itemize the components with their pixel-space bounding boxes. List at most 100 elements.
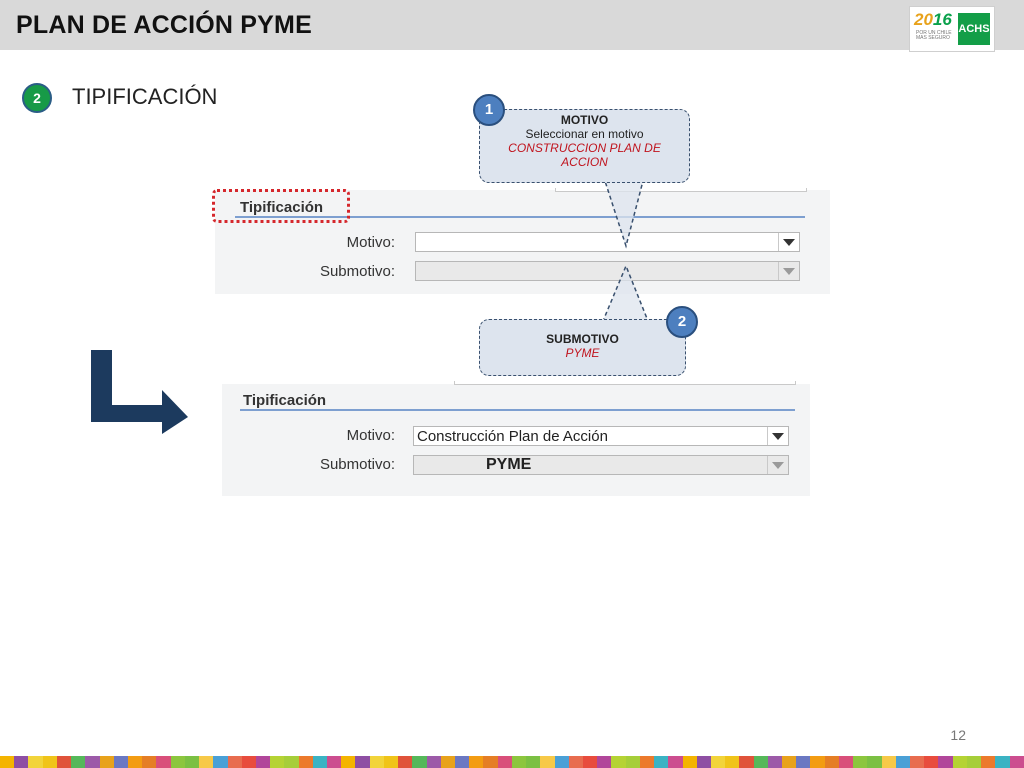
strip-segment [838, 756, 854, 768]
strip-segment [554, 756, 569, 768]
callout-text: Seleccionar en motivo [525, 127, 644, 141]
callout1-pointer [603, 180, 644, 249]
strip-segment [398, 756, 413, 768]
strip-segment [625, 756, 640, 768]
strip-segment [1009, 756, 1024, 768]
strip-segment [810, 756, 825, 768]
strip-segment [725, 756, 740, 768]
strip-segment [42, 756, 57, 768]
callout-highlight-2: ACCION [561, 155, 608, 169]
strip-segment [668, 756, 683, 768]
motivo-select[interactable]: Construcción Plan de Acción [413, 426, 789, 446]
dropdown-arrow-icon[interactable] [778, 233, 799, 251]
strip-segment [241, 756, 256, 768]
slide-header: PLAN DE ACCIÓN PYME 2016 POR UN CHILE MA… [0, 0, 1024, 52]
strip-segment [14, 756, 29, 768]
form-heading: Tipificación [243, 392, 327, 409]
strip-segment [611, 756, 626, 768]
strip-segment [369, 756, 384, 768]
strip-segment [853, 756, 868, 768]
strip-segment [28, 756, 43, 768]
submotivo-label: Submotivo: [319, 263, 395, 280]
section-title: TIPIFICACIÓN [72, 84, 218, 109]
heading-rule [240, 409, 795, 411]
strip-segment [270, 756, 285, 768]
strip-segment [199, 756, 214, 768]
callout-highlight: PYME [565, 346, 600, 360]
submotivo-select[interactable] [415, 261, 800, 281]
form-edge [454, 381, 796, 385]
strip-segment [383, 756, 399, 768]
strip-segment [469, 756, 484, 768]
strip-segment [341, 756, 356, 768]
strip-segment [455, 756, 470, 768]
dropdown-arrow-icon[interactable] [767, 427, 788, 445]
strip-segment [213, 756, 228, 768]
step-badge: 2 [22, 83, 52, 113]
strip-segment [682, 756, 697, 768]
form-heading: Tipificación [240, 199, 324, 216]
strip-segment [710, 756, 726, 768]
strip-segment [782, 756, 797, 768]
strip-segment [312, 756, 328, 768]
submotivo-value: PYME [486, 456, 532, 473]
motivo-value: Construcción Plan de Acción [417, 428, 608, 445]
heading-rule [235, 216, 805, 218]
callout-number-badge: 2 [666, 306, 698, 338]
motivo-select[interactable] [415, 232, 800, 252]
form-edge [555, 188, 807, 192]
strip-segment [966, 756, 982, 768]
strip-segment [156, 756, 171, 768]
strip-segment [412, 756, 427, 768]
callout-title: SUBMOTIVO [546, 332, 619, 346]
strip-segment [639, 756, 655, 768]
callout-submotivo: SUBMOTIVO PYME [479, 319, 686, 376]
strip-segment [867, 756, 882, 768]
strip-segment [995, 756, 1010, 768]
strip-segment [739, 756, 754, 768]
typification-form-before: Tipificación Motivo: Submotivo: [215, 188, 830, 294]
strip-segment [184, 756, 200, 768]
logo-year: 2016 [914, 10, 952, 30]
callout-highlight: CONSTRUCCION PLAN DE [508, 141, 661, 155]
strip-segment [895, 756, 910, 768]
strip-segment [298, 756, 313, 768]
strip-segment [56, 756, 72, 768]
motivo-label: Motivo: [346, 427, 395, 444]
strip-segment [483, 756, 498, 768]
submotivo-select[interactable]: PYME [413, 455, 789, 475]
slide-number: 12 [950, 727, 966, 743]
strip-segment [696, 756, 711, 768]
strip-segment [796, 756, 811, 768]
motivo-label: Motivo: [346, 234, 395, 251]
strip-segment [0, 756, 15, 768]
strip-segment [654, 756, 669, 768]
logo-year-a: 20 [914, 10, 933, 29]
strip-segment [568, 756, 583, 768]
strip-segment [582, 756, 598, 768]
strip-segment [142, 756, 157, 768]
strip-segment [440, 756, 455, 768]
strip-segment [497, 756, 512, 768]
strip-segment [284, 756, 299, 768]
callout2-pointer [601, 264, 650, 322]
strip-segment [99, 756, 114, 768]
dropdown-arrow-icon[interactable] [778, 262, 799, 280]
submotivo-label: Submotivo: [319, 456, 395, 473]
strip-segment [426, 756, 441, 768]
strip-segment [71, 756, 86, 768]
strip-segment [881, 756, 896, 768]
strip-segment [924, 756, 939, 768]
strip-segment [597, 756, 612, 768]
strip-segment [981, 756, 996, 768]
strip-segment [910, 756, 925, 768]
achs-2016-logo: 2016 POR UN CHILE MAS SEGURO ACHS [909, 6, 995, 52]
strip-segment [227, 756, 242, 768]
dropdown-arrow-icon[interactable] [767, 456, 788, 474]
strip-segment [355, 756, 370, 768]
strip-segment [85, 756, 100, 768]
logo-tagline: POR UN CHILE MAS SEGURO [916, 30, 952, 41]
callout-number-badge: 1 [473, 94, 505, 126]
strip-segment [753, 756, 768, 768]
strip-segment [767, 756, 783, 768]
